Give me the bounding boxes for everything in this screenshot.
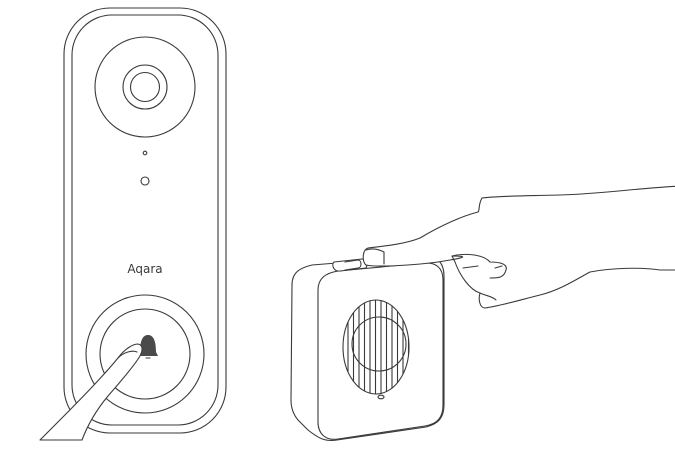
speaker-grille: [342, 299, 410, 395]
thumb: [451, 253, 507, 279]
finger: [39, 343, 143, 441]
doorbell-button-ring: [85, 294, 205, 414]
brand-logo: Aqara: [127, 262, 162, 276]
indicator-dot: [142, 150, 148, 156]
fingernail: [117, 350, 138, 359]
camera-housing: [94, 36, 196, 138]
finger-curl: [479, 292, 497, 301]
sensor-dot: [140, 176, 150, 186]
bell-icon: [138, 335, 158, 356]
camera-lens: [129, 71, 161, 103]
fingernail-index: [365, 248, 385, 265]
video-doorbell: Aqara: [39, 7, 227, 441]
chime-speaker: [290, 255, 445, 442]
chime-indicator: [377, 394, 385, 400]
speaker-cone: [351, 316, 407, 372]
knuckle-lines: [462, 265, 503, 269]
chime-button-inner: [344, 259, 362, 271]
camera-lens-ring: [122, 64, 168, 110]
doorbell-inner-frame: [71, 14, 219, 426]
hand: [362, 185, 675, 309]
doorbell-outer-frame: [63, 7, 227, 434]
hand-shape: [362, 185, 675, 309]
